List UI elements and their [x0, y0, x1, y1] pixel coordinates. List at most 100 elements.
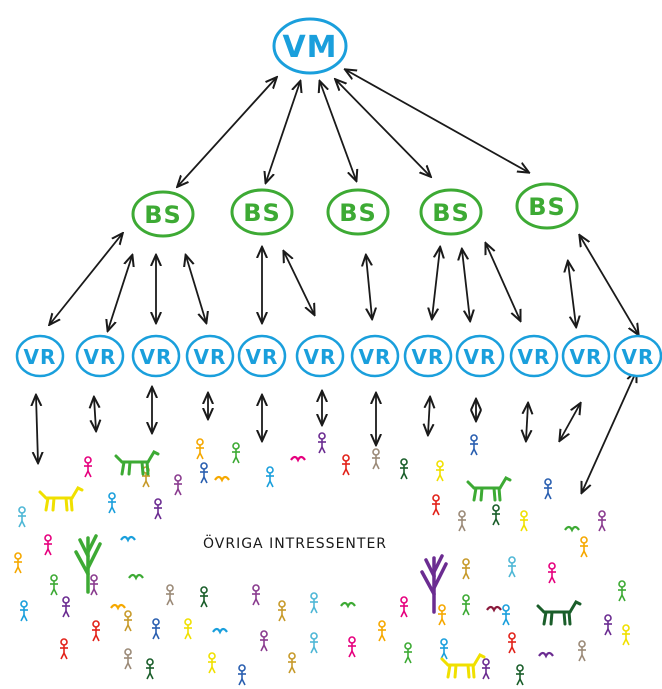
person-figure	[60, 638, 68, 660]
bs-node-label: BS	[243, 199, 281, 227]
person-figure	[400, 458, 408, 480]
connection-arrows	[36, 70, 638, 492]
bird-figure	[486, 605, 502, 613]
connection-arrow	[320, 82, 356, 180]
bs-node: BS	[515, 182, 579, 230]
vr-node: VR	[295, 334, 345, 378]
person-figure	[508, 632, 516, 654]
person-figure	[436, 460, 444, 482]
person-figure	[492, 504, 500, 526]
person-figure	[154, 498, 162, 520]
person-figure	[44, 534, 52, 556]
vr-node-label: VR	[140, 345, 173, 369]
stakeholder-crowd	[14, 432, 630, 686]
person-figure	[124, 610, 132, 632]
vr-node: VR	[350, 334, 400, 378]
connection-arrow	[94, 398, 96, 430]
person-figure	[598, 510, 606, 532]
person-figure	[166, 584, 174, 606]
bird-figure	[290, 455, 306, 463]
animal-figure	[466, 476, 512, 502]
bs-node-label: BS	[339, 199, 377, 227]
connection-arrow	[266, 82, 300, 182]
person-figure	[252, 584, 260, 606]
person-figure	[348, 636, 356, 658]
bs-node: BS	[326, 188, 390, 236]
person-figure	[208, 652, 216, 674]
connection-arrow	[486, 244, 520, 320]
person-figure	[580, 536, 588, 558]
animal-figure	[38, 486, 84, 512]
person-figure	[520, 510, 528, 532]
person-figure	[50, 574, 58, 596]
vr-node-label: VR	[246, 345, 279, 369]
connection-arrow	[366, 256, 372, 318]
vr-node: VR	[403, 334, 453, 378]
vr-node-label: VR	[464, 345, 497, 369]
vr-node: VR	[561, 334, 611, 378]
person-figure	[152, 618, 160, 640]
person-figure	[432, 494, 440, 516]
person-figure	[260, 630, 268, 652]
vr-node-label: VR	[622, 345, 655, 369]
person-figure	[548, 562, 556, 584]
person-figure	[622, 624, 630, 646]
bird-figure	[564, 525, 580, 533]
connection-arrow	[526, 404, 528, 440]
connection-arrow	[186, 256, 206, 322]
connection-arrow	[582, 372, 636, 492]
person-figure	[508, 556, 516, 578]
bird-figure	[120, 535, 136, 543]
person-figure	[462, 594, 470, 616]
person-figure	[184, 618, 192, 640]
connection-arrow	[50, 234, 122, 324]
person-figure	[342, 454, 350, 476]
tree-figure	[420, 554, 448, 614]
vr-node: VR	[455, 334, 505, 378]
person-figure	[84, 456, 92, 478]
person-figure	[470, 434, 478, 456]
person-figure	[516, 664, 524, 686]
tree-figure	[74, 534, 102, 594]
bird-figure	[214, 475, 230, 483]
bird-figure	[110, 603, 126, 611]
person-figure	[108, 492, 116, 514]
vr-node-label: VR	[304, 345, 337, 369]
animal-figure	[536, 600, 582, 626]
person-figure	[578, 640, 586, 662]
person-figure	[200, 586, 208, 608]
vr-node: VR	[509, 334, 559, 378]
connection-arrow	[462, 250, 470, 320]
person-figure	[604, 614, 612, 636]
vr-node-label: VR	[518, 345, 551, 369]
person-figure	[14, 552, 22, 574]
vr-node: VR	[237, 334, 287, 378]
bird-figure	[538, 651, 554, 659]
person-figure	[458, 510, 466, 532]
bs-node: BS	[230, 188, 294, 236]
connection-arrow	[580, 236, 638, 334]
bs-node-label: BS	[144, 201, 182, 229]
vr-node: VR	[75, 334, 125, 378]
person-figure	[124, 648, 132, 670]
person-figure	[266, 466, 274, 488]
vr-node-label: VR	[412, 345, 445, 369]
animal-figure	[114, 450, 160, 476]
person-figure	[462, 558, 470, 580]
person-figure	[90, 574, 98, 596]
connection-arrow	[560, 404, 580, 440]
vr-node-label: VR	[359, 345, 392, 369]
person-figure	[92, 620, 100, 642]
person-figure	[238, 664, 246, 686]
person-figure	[438, 604, 446, 626]
vr-node: VR	[131, 334, 181, 378]
connection-arrow	[568, 262, 576, 326]
person-figure	[378, 620, 386, 642]
person-figure	[400, 596, 408, 618]
person-figure	[20, 600, 28, 622]
vr-node-label: VR	[84, 345, 117, 369]
bird-figure	[128, 573, 144, 581]
